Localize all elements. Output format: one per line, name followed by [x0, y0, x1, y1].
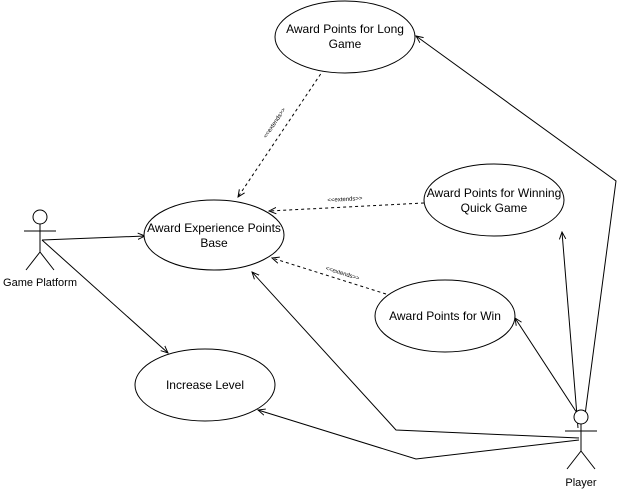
extends-label-win: <<extends>> — [325, 266, 361, 282]
assoc-player-increase-level — [258, 410, 580, 460]
assoc-player-quick-game — [562, 232, 579, 429]
assoc-player-win — [515, 318, 578, 414]
extend-long-game-base — [238, 68, 325, 197]
use-case-win[interactable]: Award Points for Win — [374, 279, 516, 353]
actor-player[interactable]: Player — [565, 409, 597, 489]
use-case-increase-level[interactable]: Increase Level — [134, 348, 276, 422]
extend-quick-game-base — [269, 202, 425, 211]
actor-player-label: Player — [565, 477, 597, 489]
use-case-quick-game[interactable]: Award Points for Winning Quick Game — [423, 163, 565, 237]
use-case-quick-game-line2: Quick Game — [461, 201, 528, 215]
use-case-long-game-line1: Award Points for Long — [286, 22, 404, 36]
assoc-player-long-game — [416, 36, 617, 416]
use-case-base-line1: Award Experience Points — [147, 221, 281, 235]
actor-figure-icon — [24, 209, 56, 271]
use-case-long-game-line2: Game — [329, 37, 362, 51]
use-case-quick-game-line1: Award Points for Winning — [427, 186, 562, 200]
use-case-base[interactable]: Award Experience Points Base — [143, 199, 285, 271]
assoc-player-base — [252, 272, 580, 439]
extends-label-long-game: <<extends>> — [263, 107, 288, 140]
use-case-win-label: Award Points for Win — [389, 309, 501, 323]
use-case-increase-level-label: Increase Level — [166, 378, 244, 392]
actor-game-platform[interactable]: Game Platform — [3, 209, 77, 289]
assoc-platform-base — [41, 236, 145, 241]
actor-game-platform-label: Game Platform — [3, 277, 77, 289]
use-case-long-game[interactable]: Award Points for Long Game — [274, 0, 416, 74]
extends-label-quick-game: <<extends>> — [327, 196, 363, 204]
actor-figure-icon — [565, 409, 597, 470]
assoc-platform-increase-level — [41, 239, 168, 353]
extend-win-base — [272, 258, 387, 295]
use-case-base-line2: Base — [200, 236, 228, 250]
